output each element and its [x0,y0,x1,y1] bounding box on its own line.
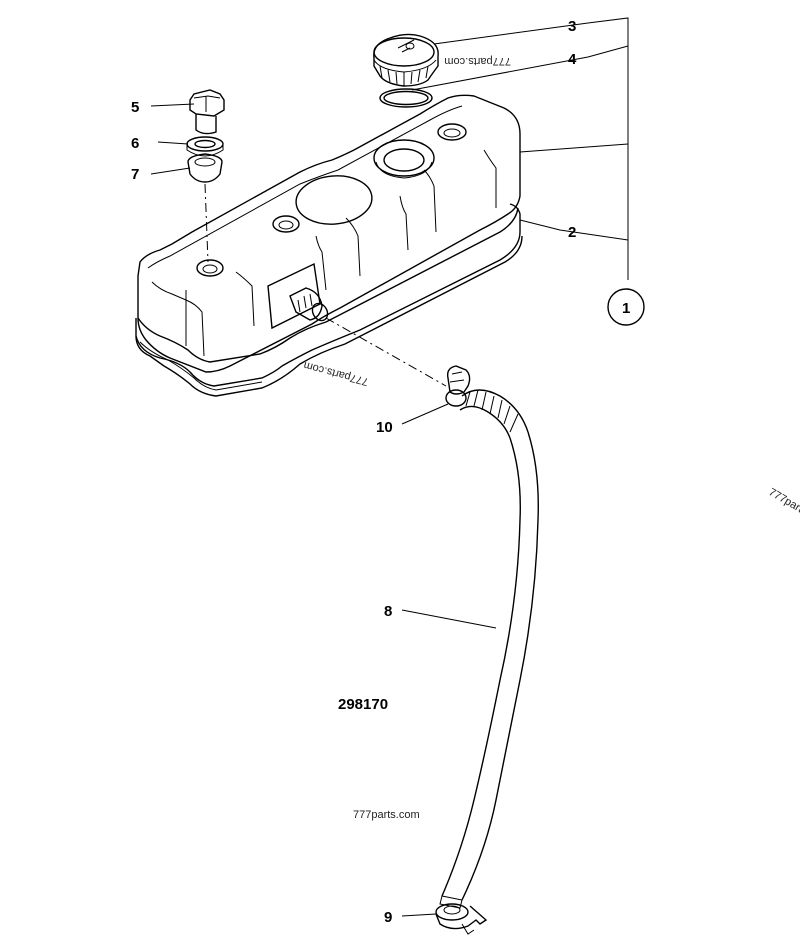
leader-lines [150,17,645,917]
callout-5: 5 [131,99,139,116]
callout-7: 7 [131,166,139,183]
callout-8: 8 [384,603,392,620]
callout-6: 6 [131,135,139,152]
callout-3: 3 [568,18,576,35]
callout-1: 1 [622,300,630,317]
filler-cap [373,33,439,87]
rocker-cover [137,94,521,373]
watermark-cap: 777parts.com [444,55,511,67]
cover-bolt [189,89,225,135]
watermark-edge: 777part [767,486,800,515]
o-ring [379,88,433,108]
sealing-washer [186,136,224,157]
assembly-callout-circle [607,288,645,326]
cover-gasket [135,203,523,397]
hose-clip [445,365,471,407]
bolt-seal [187,153,223,183]
watermark-bottom: 777parts.com [353,809,420,821]
drawing-number: 298170 [338,696,388,713]
watermark-middle: 777parts.com [302,359,369,388]
callout-2: 2 [568,224,576,241]
callout-9: 9 [384,909,392,926]
bolt-centerline [204,183,209,263]
callout-4: 4 [568,51,577,68]
callout-10: 10 [376,419,393,436]
breather-hose [439,389,539,909]
breather-centerline [325,317,447,387]
hose-end-clip [435,903,488,935]
